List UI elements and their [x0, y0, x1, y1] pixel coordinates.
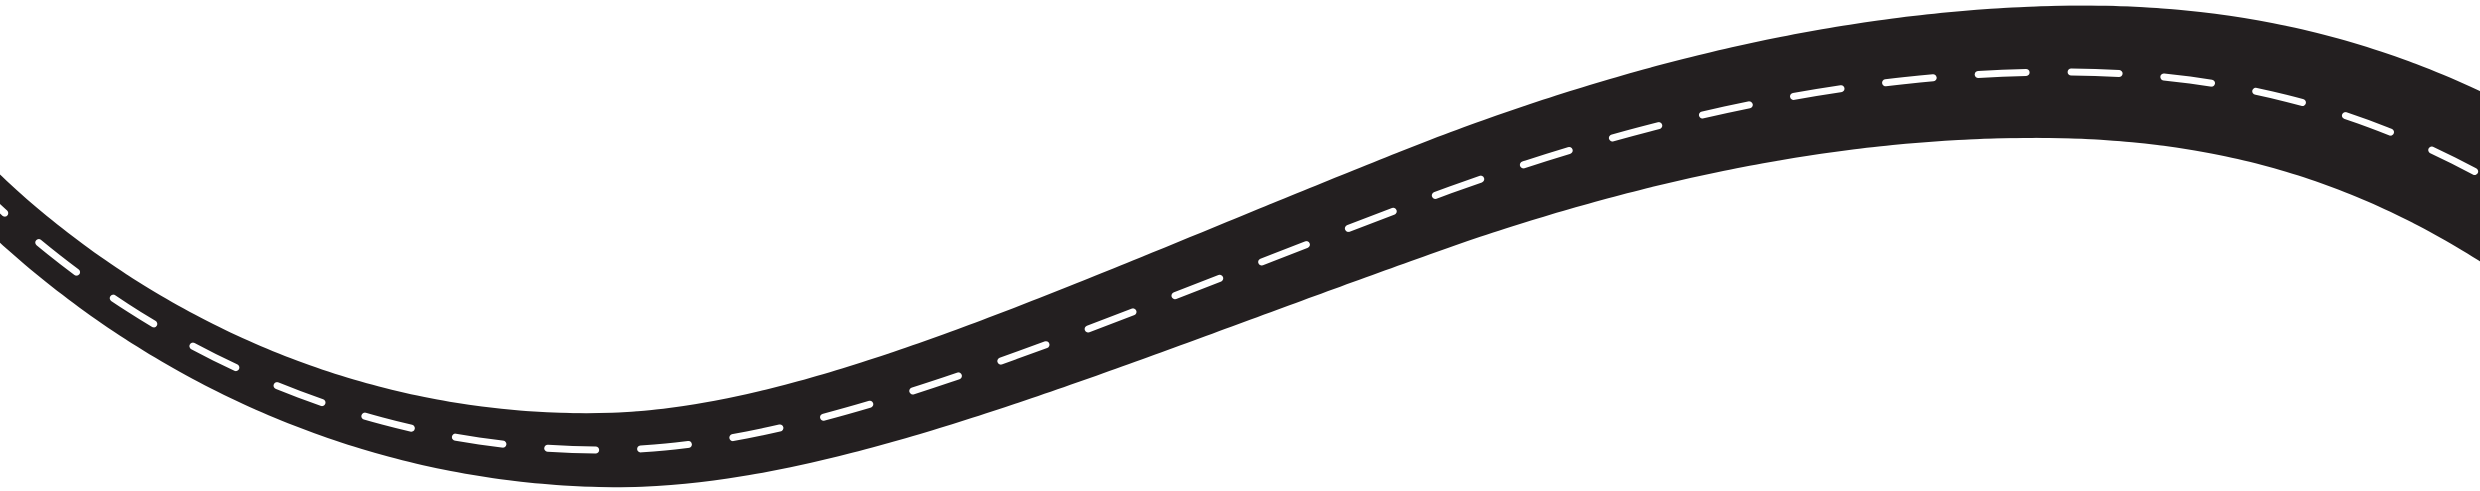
lane-dashed-centerline: [0, 68, 2480, 454]
road-surface: [0, 5, 2480, 488]
